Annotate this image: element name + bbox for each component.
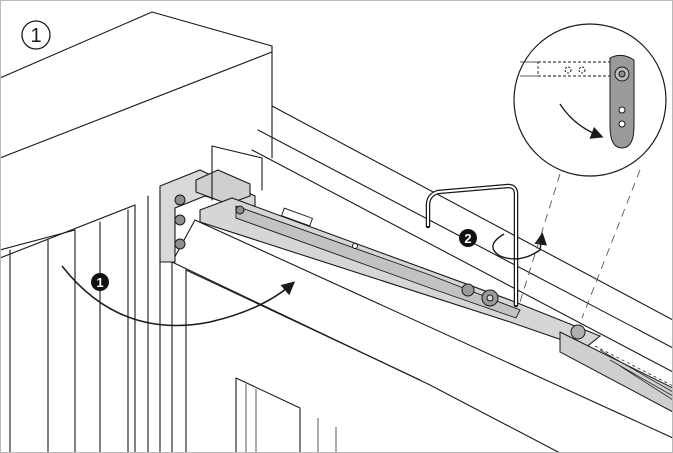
callout-1-label: 1 [96,275,103,290]
callout-2-label: 2 [464,231,471,246]
step-number-label: 1 [30,25,41,47]
magnifier-detail [513,23,667,319]
callout-badge-1: 1 [91,273,109,291]
step-number: 1 [21,20,51,50]
callout-badge-2: 2 [459,229,477,247]
rotate-arrow-icon [61,265,296,327]
turn-arrow-icon [492,232,547,260]
stay-arm [199,197,673,413]
hex-key-icon [425,183,519,308]
corner-hinge [159,145,263,263]
detail-bracket [520,54,635,149]
